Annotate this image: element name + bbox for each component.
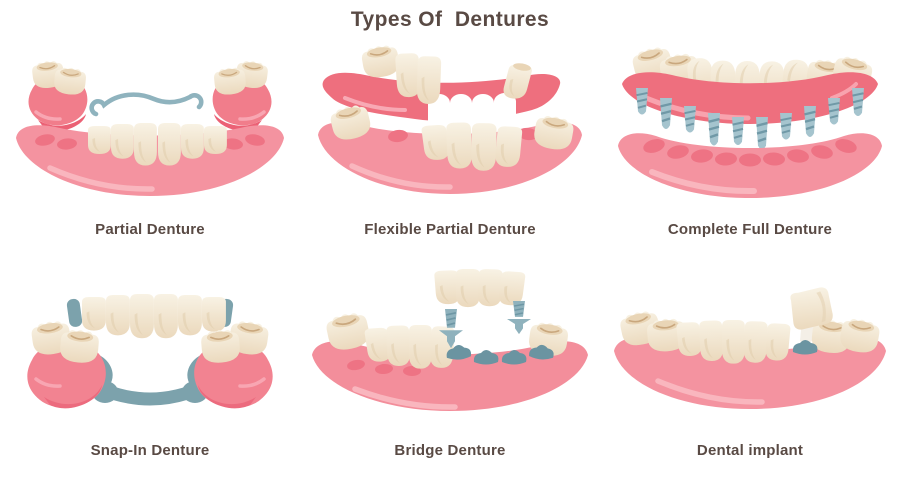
- panel-dental-implant: Dental implant: [600, 261, 900, 481]
- complete-full-denture-illustration: [618, 43, 882, 198]
- panel-partial-denture: Partial Denture: [0, 40, 300, 261]
- flexible-base: [322, 72, 561, 126]
- label-flexible-partial-denture: Flexible Partial Denture: [364, 221, 536, 238]
- floating-crown: [790, 287, 833, 330]
- label-partial-denture: Partial Denture: [95, 221, 205, 238]
- top-teeth-row: [82, 294, 226, 339]
- partial-denture-illustration: [16, 40, 284, 196]
- panel-flexible-partial-denture: Flexible Partial Denture: [300, 40, 600, 261]
- denture-types-grid: Partial Denture: [0, 40, 900, 481]
- page-title: Types Of Dentures: [350, 8, 550, 31]
- dental-implant-illustration: [614, 287, 886, 409]
- title-row: Types Of Dentures: [0, 0, 900, 40]
- bridge-denture-illustration: [312, 269, 588, 411]
- panel-bridge-denture: Bridge Denture: [300, 261, 600, 481]
- flexible-partial-denture-illustration: [318, 42, 582, 194]
- label-dental-implant: Dental implant: [696, 442, 804, 459]
- left-clip: [66, 298, 83, 327]
- snap-in-denture-illustration: [27, 294, 300, 441]
- metal-clasp-wire: [89, 92, 204, 117]
- label-bridge-denture: Bridge Denture: [394, 442, 506, 459]
- bridge-teeth: [434, 269, 526, 308]
- upper-gum-pad: [28, 58, 88, 131]
- upper-teeth: [359, 42, 534, 105]
- gum-pad-with-frame: [27, 318, 118, 409]
- label-complete-full-denture: Complete Full Denture: [667, 221, 833, 238]
- panel-snap-in-denture: Snap-In Denture: [0, 261, 300, 481]
- bridge-screws: [438, 300, 532, 350]
- panel-complete-full-denture: Complete Full Denture: [600, 40, 900, 261]
- label-snap-in-denture: Snap-In Denture: [90, 442, 210, 459]
- lower-gum: [618, 133, 882, 198]
